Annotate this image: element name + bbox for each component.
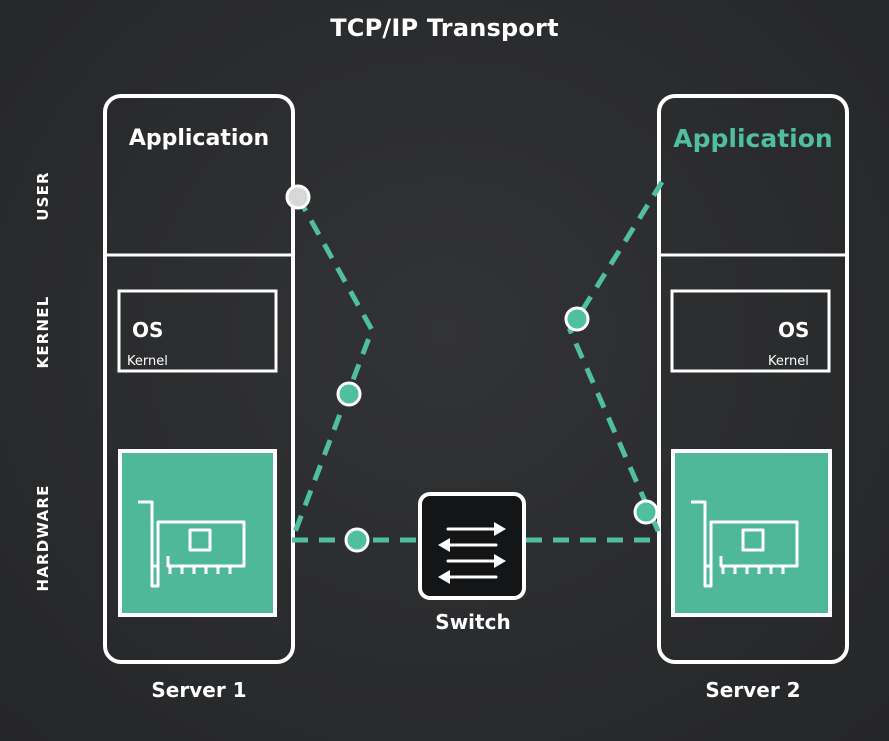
network-card-icon xyxy=(691,500,799,588)
server-1-outline xyxy=(103,94,295,664)
data-path xyxy=(289,180,665,543)
switch-arrows-icon xyxy=(438,522,506,584)
switch xyxy=(418,492,526,600)
packet-dots xyxy=(285,184,659,553)
server-1-name: Server 1 xyxy=(151,678,247,702)
server-2-kernel-label: Kernel xyxy=(768,354,809,369)
server-2-os-label: OS xyxy=(778,318,810,342)
diagram-title: TCP/IP Transport xyxy=(330,14,559,42)
packet-dot-nic-2 xyxy=(633,499,659,525)
server-2-outline xyxy=(657,94,849,664)
server-1-stack-path xyxy=(289,195,375,541)
server-1-kernel-label: Kernel xyxy=(127,354,168,369)
network-card-icon xyxy=(138,500,246,588)
packet-dot-kernel-1 xyxy=(336,381,362,407)
packet-dot-app xyxy=(285,184,311,210)
server-2-stack-path xyxy=(567,180,665,542)
server-1-os-box xyxy=(117,289,278,373)
packet-dot-wire xyxy=(344,527,370,553)
server-1 xyxy=(103,94,295,664)
server-2-os-box xyxy=(670,289,831,373)
server-2-nic-box xyxy=(671,449,832,617)
server-2-name: Server 2 xyxy=(705,678,801,702)
switch-label: Switch xyxy=(435,610,511,634)
server-2 xyxy=(657,94,849,664)
server-1-os-label: OS xyxy=(132,318,164,342)
server-2-application-label: Application xyxy=(673,124,833,153)
server-1-application-label: Application xyxy=(128,126,270,151)
packet-dot-kernel-2 xyxy=(564,306,590,332)
server-1-nic-box xyxy=(118,449,277,617)
